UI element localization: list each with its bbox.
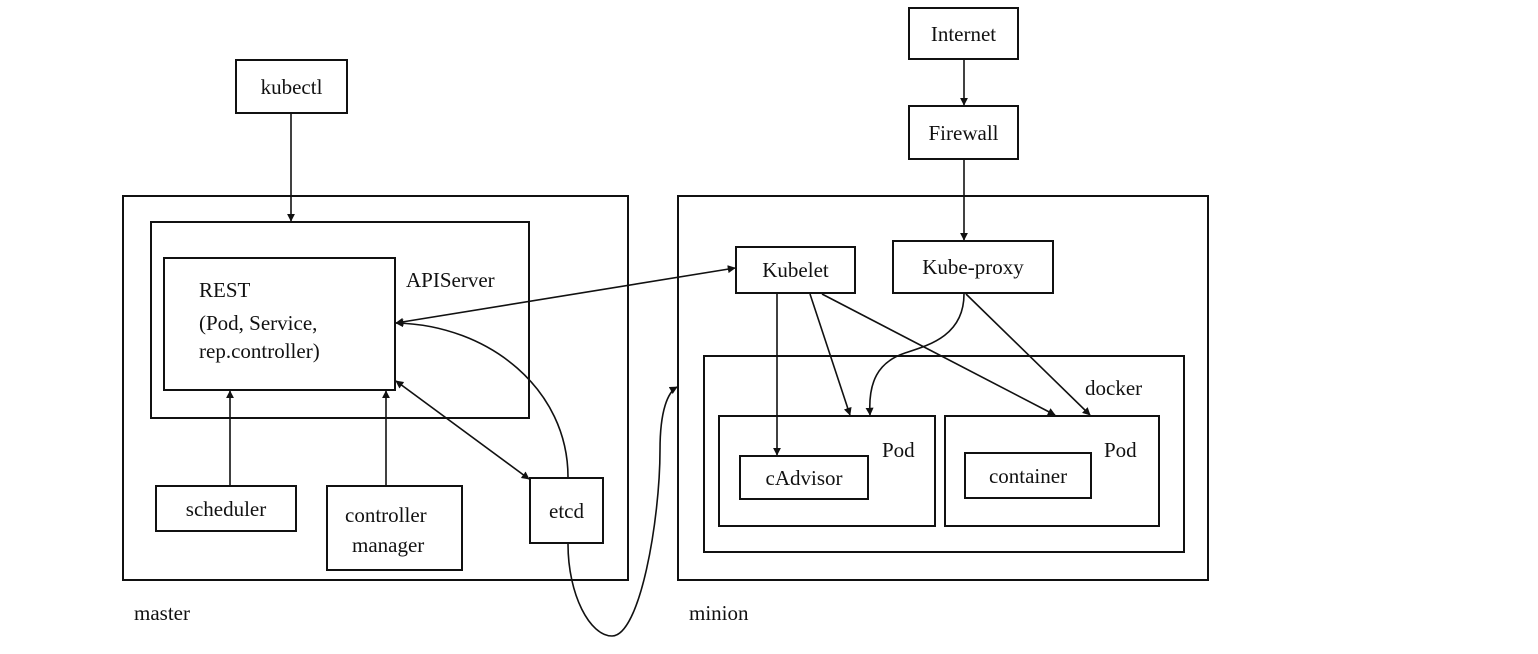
cadvisor-label: cAdvisor: [765, 465, 843, 490]
arrow-etcd-curve-to-rest: [395, 319, 569, 478]
internet-box: Internet: [908, 7, 1019, 60]
container-box: container: [964, 452, 1092, 499]
pod-1-label: Pod: [882, 438, 915, 462]
pod-2-box: [944, 415, 1160, 527]
container-label: container: [988, 463, 1068, 488]
kube-proxy-box: Kube-proxy: [892, 240, 1054, 294]
rest-label-line-1: REST: [199, 278, 251, 302]
kubectl-label: kubectl: [260, 74, 323, 99]
arrow-rest-etcd: [395, 380, 530, 480]
etcd-label: etcd: [549, 498, 584, 523]
apiserver-box: [150, 221, 530, 419]
internet-label: Internet: [930, 21, 997, 46]
pod-2-label: Pod: [1104, 438, 1137, 462]
controller-manager-label-line-2: manager: [352, 533, 425, 557]
rest-label-line-3: rep.controller): [199, 339, 320, 363]
etcd-box: etcd: [529, 477, 604, 544]
arrow-kubeproxy-to-pod1: [865, 293, 965, 416]
cadvisor-box: cAdvisor: [739, 455, 869, 500]
kube-proxy-label: Kube-proxy: [922, 255, 1024, 279]
scheduler-box: scheduler: [155, 485, 297, 532]
master-node-box: [122, 195, 629, 581]
docker-box: [703, 355, 1185, 553]
controller-manager-label-line-1: controller: [345, 503, 427, 527]
minion-label: minion: [689, 601, 749, 625]
kubectl-box: kubectl: [235, 59, 348, 114]
controller-manager-box: [326, 485, 463, 571]
arrow-kubeproxy-to-pod2: [965, 293, 1091, 416]
apiserver-label: APIServer: [406, 268, 495, 292]
minion-node-box: [677, 195, 1209, 581]
master-label: master: [134, 601, 190, 625]
scheduler-label: scheduler: [185, 496, 267, 521]
rest-label-line-2: (Pod, Service,: [199, 311, 318, 335]
kubelet-box: Kubelet: [735, 246, 856, 294]
firewall-box: Firewall: [908, 105, 1019, 160]
rest-box: [163, 257, 396, 391]
firewall-label: Firewall: [928, 120, 999, 145]
arrow-kubelet-to-pod2: [821, 293, 1056, 416]
arrow-kubelet-to-pod1: [809, 293, 852, 416]
pod-1-box: [718, 415, 936, 527]
docker-label: docker: [1085, 376, 1143, 400]
kubelet-label: Kubelet: [762, 258, 829, 282]
arrow-etcd-loop-to-minion: [567, 386, 678, 637]
